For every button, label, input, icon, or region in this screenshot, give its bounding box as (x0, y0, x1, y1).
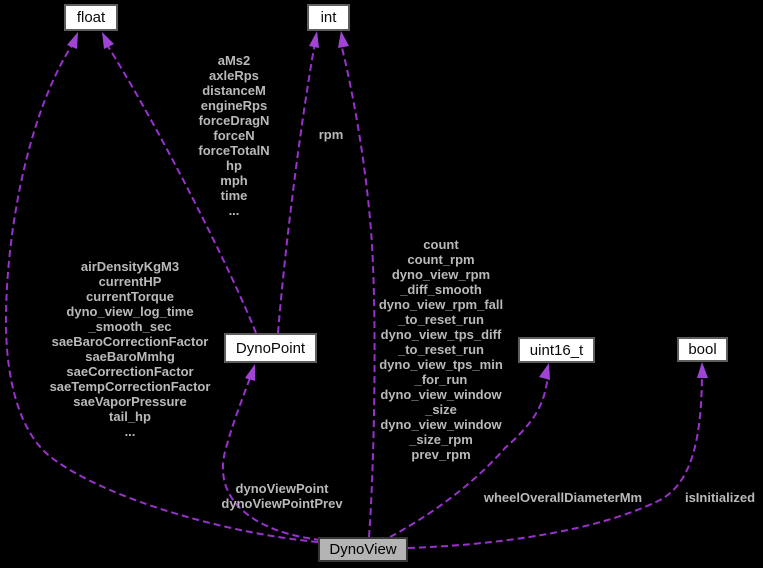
edge-arrowhead-dynoview-bool (697, 362, 708, 378)
node-uint16-t: uint16_t (518, 337, 595, 363)
edge-arrowhead-dynoview-int (338, 31, 349, 48)
node-bool: bool (677, 337, 728, 362)
edge-arrowhead-dynopoint-int (309, 31, 319, 48)
edge-label-dynoview-int: count count_rpm dyno_view_rpm _diff_smoo… (378, 237, 504, 462)
edge-dynopoint-int (277, 41, 316, 334)
node-float: float (64, 4, 118, 31)
edge-arrowhead-dynoview-float (67, 32, 78, 49)
edge-label-dynopoint-int: rpm (318, 127, 344, 142)
edge-label-dynoview-uint16-t: wheelOverallDiameterMm (483, 490, 643, 505)
edge-dynoview-int (339, 39, 376, 538)
edge-dynopoint-float (103, 39, 257, 334)
node-dynoview: DynoView (318, 537, 408, 562)
edge-label-dynoview-float: airDensityKgM3 currentHP currentTorque d… (49, 259, 211, 439)
edge-dynoview-bool (407, 369, 703, 549)
edge-dynoview-dynopoint (221, 377, 322, 541)
edge-dynoview-uint16-t (389, 371, 549, 538)
edge-dynoview-float (4, 41, 319, 543)
node-int: int (307, 4, 350, 31)
edge-label-dynoview-bool: isInitialized (684, 490, 756, 505)
edge-arrowhead-dynoview-uint16-t (539, 363, 550, 380)
edge-arrowhead-dynoview-dynopoint (245, 364, 255, 381)
edge-arrowhead-dynopoint-float (102, 32, 114, 49)
edge-label-dynoview-dynopoint: dynoViewPoint dynoViewPointPrev (221, 481, 343, 511)
node-dynopoint[interactable]: DynoPoint (224, 333, 317, 363)
edge-label-dynopoint-float: aMs2 axleRps distanceM engineRps forceDr… (198, 53, 270, 218)
